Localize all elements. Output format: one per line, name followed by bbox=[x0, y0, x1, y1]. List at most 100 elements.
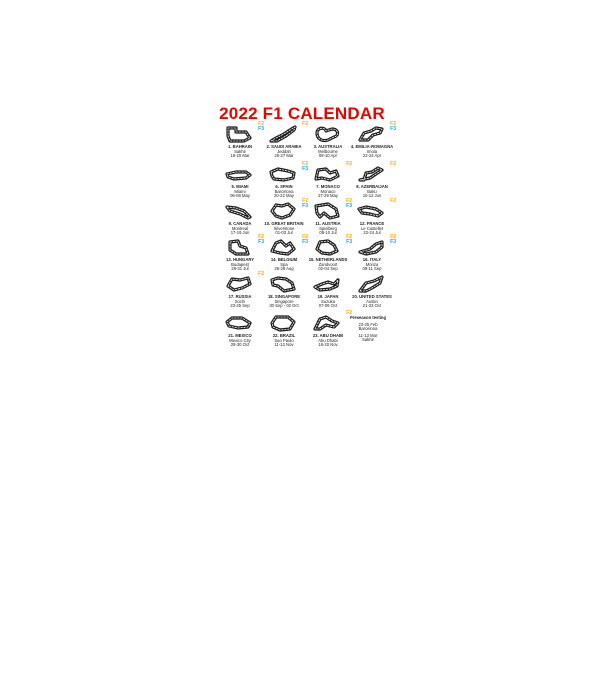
track-outline-icon bbox=[226, 276, 252, 292]
race-name: 4. EMILIA-ROMAGNA bbox=[350, 144, 394, 149]
race-venue: Montreal bbox=[231, 225, 249, 231]
race-dates: 08-10 Apr bbox=[318, 153, 338, 159]
race-dates: 30 Sep - 02 Oct bbox=[269, 303, 299, 309]
f3-badge: F3 bbox=[302, 239, 308, 245]
track-outline-icon bbox=[313, 315, 340, 331]
race-dates: 17-19 Jun bbox=[230, 230, 250, 236]
race-name: 7. MONACO bbox=[316, 184, 340, 189]
track-outline-icon bbox=[270, 315, 296, 332]
track-outline-icon bbox=[269, 125, 297, 143]
race-venue: Spielberg bbox=[319, 225, 337, 231]
f2-badge: F2 bbox=[302, 234, 308, 240]
race-venue: Melbourne bbox=[318, 148, 338, 154]
track-outline-icon bbox=[269, 167, 296, 182]
race-venue: Jeddah bbox=[277, 148, 291, 154]
race-venue: Sakhir bbox=[234, 148, 246, 154]
race-venue: Imola bbox=[366, 148, 378, 154]
race-name: 5. MIAMI bbox=[231, 184, 249, 189]
race-dates: 08-10 Jul bbox=[319, 230, 337, 236]
f3-badge: F3 bbox=[346, 203, 352, 209]
race-dates: 26-28 Aug bbox=[274, 266, 294, 272]
race-name: 14. BELGIUM bbox=[270, 257, 298, 262]
race-venue: Monaco bbox=[320, 188, 336, 194]
track-outline-icon bbox=[313, 278, 340, 292]
f2-badge: F2 bbox=[302, 198, 308, 204]
race-venue: Sochi bbox=[234, 298, 246, 304]
race-venue: Mexico City bbox=[229, 337, 251, 343]
race-name: 23. ABU DHABI bbox=[312, 333, 344, 338]
race-venue: Le Castellet bbox=[360, 225, 384, 231]
race-name: 10. GREAT BRITAIN bbox=[264, 221, 304, 226]
track-outline-icon bbox=[225, 170, 252, 181]
race-name: 11. AUSTRIA bbox=[315, 221, 341, 226]
race-dates: 02-04 Sep bbox=[318, 266, 338, 272]
race-dates: 28-30 Oct bbox=[230, 342, 250, 348]
race-venue: Miami bbox=[234, 188, 246, 194]
race-name: 16. ITALY bbox=[362, 257, 382, 262]
f2-badge: F2 bbox=[390, 198, 396, 204]
race-name: 13. HUNGARY bbox=[226, 257, 254, 262]
f2-badge: F2 bbox=[302, 121, 308, 127]
race-dates: 22-24 Apr bbox=[362, 153, 382, 159]
race-dates: 29-31 Jul bbox=[231, 266, 249, 272]
race-name: 20. UNITED STATES bbox=[352, 294, 392, 299]
f3-badge: F3 bbox=[258, 239, 264, 245]
f2-badge: F2 bbox=[390, 161, 396, 167]
race-dates: 01-03 Jul bbox=[275, 230, 293, 236]
f2-badge: F2 bbox=[346, 198, 352, 204]
track-outline-icon bbox=[270, 276, 296, 293]
f3-badge: F3 bbox=[390, 239, 396, 245]
race-dates: 06-08 May bbox=[230, 193, 250, 199]
race-dates: 21-23 Oct bbox=[362, 303, 382, 309]
track-outline-icon bbox=[315, 126, 340, 143]
race-name: 17. RUSSIA bbox=[228, 294, 252, 299]
race-venue: Budapest bbox=[231, 261, 249, 267]
race-name: 1. BAHRAIN bbox=[228, 144, 252, 149]
race-venue: Austin bbox=[366, 298, 378, 304]
testing-2-dates: 11-13 Mar bbox=[358, 332, 378, 338]
testing-1-dates: 23-25 Feb bbox=[358, 321, 378, 327]
preseason-testing: Preseason testing 23-25 Feb Barcelona 11… bbox=[346, 315, 390, 354]
f2-badge: F2 bbox=[390, 234, 396, 240]
race-name: 18. SINGAPORE bbox=[267, 294, 301, 299]
race-venue: Zandvoort bbox=[318, 261, 338, 267]
race-name: 15. NETHERLANDS bbox=[308, 257, 348, 262]
track-outline-icon bbox=[357, 205, 384, 218]
race-dates: 18-20 Nov bbox=[318, 342, 338, 348]
f2-badge: F2 bbox=[258, 121, 264, 127]
race-venue: Suzuka bbox=[321, 298, 335, 304]
track-outline-icon bbox=[226, 126, 252, 143]
track-outline-icon bbox=[314, 202, 340, 220]
track-outline-icon bbox=[358, 126, 384, 142]
track-outline-icon bbox=[228, 239, 250, 256]
f3-badge: F3 bbox=[258, 126, 264, 132]
